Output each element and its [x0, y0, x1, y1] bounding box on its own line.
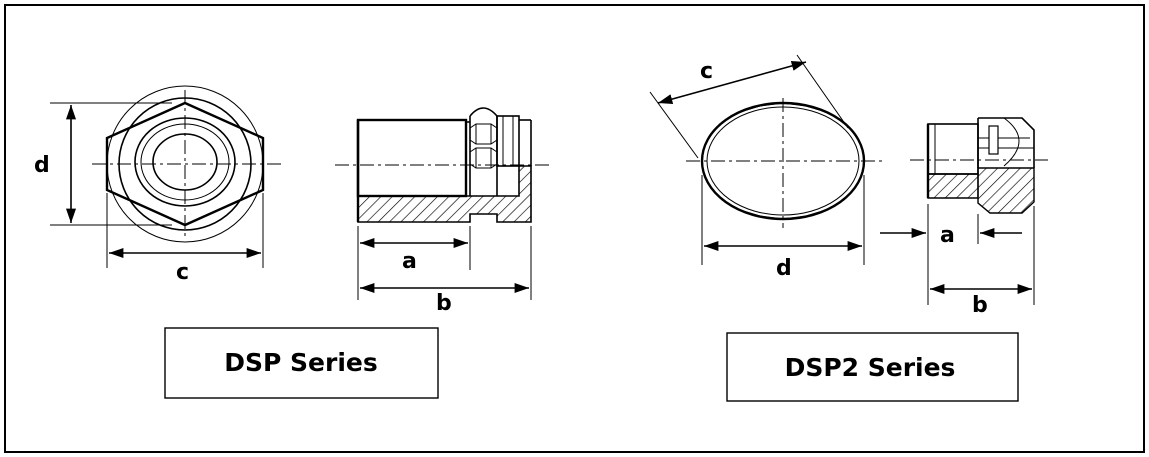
dsp-series-label: DSP Series — [224, 348, 377, 377]
dsp2-dimension-d: d — [776, 256, 792, 281]
dsp-dimension-d: d — [34, 153, 50, 178]
dsp2-dimension-a: a — [940, 223, 955, 248]
dsp2-dimension-c: c — [700, 59, 713, 84]
dsp2-front-view — [649, 54, 882, 265]
dsp2-side-view — [880, 117, 1048, 305]
dsp-front-view — [50, 85, 283, 268]
dsp-dimension-c: c — [176, 260, 189, 285]
dsp2-series-label: DSP2 Series — [785, 353, 956, 382]
dsp2-series-box — [726, 332, 1019, 402]
dsp-dimension-a: a — [402, 249, 417, 274]
dsp-dimension-b: b — [436, 291, 452, 316]
dsp-side-view — [335, 107, 550, 300]
dsp-series-box — [164, 327, 439, 399]
dsp2-dimension-b: b — [972, 293, 988, 318]
